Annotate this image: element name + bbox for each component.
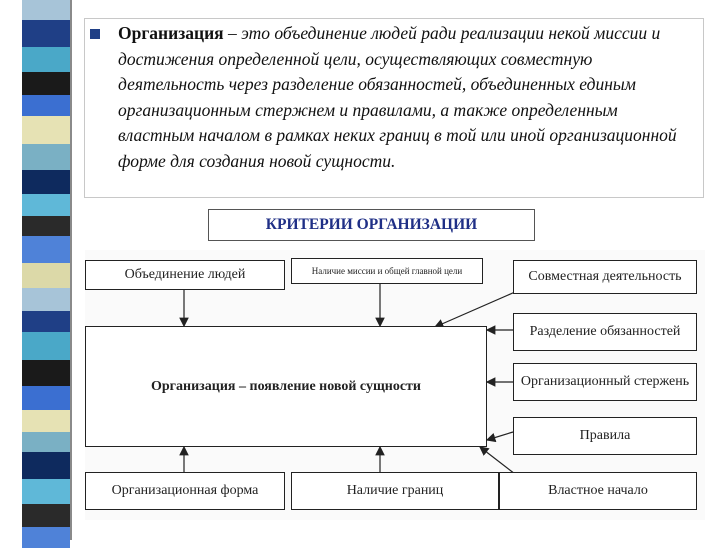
box-mission-goal: Наличие миссии и общей главной цели xyxy=(291,258,483,284)
box-new-entity: Организация – появление новой сущности xyxy=(85,326,487,447)
stripe-segment xyxy=(22,170,70,194)
box-duty-division-label: Разделение обязанностей xyxy=(530,324,681,340)
box-rules: Правила xyxy=(513,417,697,455)
criteria-title: КРИТЕРИИ ОРГАНИЗАЦИИ xyxy=(208,209,535,241)
box-org-form-label: Организационная форма xyxy=(112,483,259,499)
arrow xyxy=(435,292,515,327)
stripe-segment xyxy=(22,0,70,20)
box-org-core-label: Организационный стержень xyxy=(521,374,689,390)
definition-text: Организация – это объединение людей ради… xyxy=(118,21,698,174)
stripe-segment xyxy=(22,527,70,548)
stripe-segment xyxy=(22,236,70,263)
box-new-entity-label: Организация – появление новой сущности xyxy=(151,379,421,395)
criteria-diagram: Объединение людей Наличие миссии и общей… xyxy=(85,250,705,520)
box-authority-label: Властное начало xyxy=(548,483,648,499)
stripe-segment xyxy=(22,311,70,332)
box-people-union: Объединение людей xyxy=(85,260,285,290)
stripe-segment xyxy=(22,144,70,170)
arrow xyxy=(480,447,515,474)
stripe-segment xyxy=(22,47,70,72)
box-boundaries: Наличие границ xyxy=(291,472,499,510)
box-rules-label: Правила xyxy=(580,428,631,444)
stripe-segment xyxy=(22,479,70,504)
stripe-segment xyxy=(22,72,70,95)
stripe-segment xyxy=(22,194,70,216)
box-org-core: Организационный стержень xyxy=(513,363,697,401)
box-authority: Властное начало xyxy=(499,472,697,510)
arrow xyxy=(487,432,513,440)
box-mission-goal-label: Наличие миссии и общей главной цели xyxy=(312,266,462,276)
stripe-segment xyxy=(22,360,70,386)
stripe-segment xyxy=(22,95,70,116)
stripe-segment xyxy=(22,410,70,432)
box-org-form: Организационная форма xyxy=(85,472,285,510)
stripe-segment xyxy=(22,288,70,311)
definition-body: – это объединение людей ради реализации … xyxy=(118,23,677,171)
definition-term: Организация xyxy=(118,23,224,43)
box-duty-division: Разделение обязанностей xyxy=(513,313,697,351)
square-bullet-icon xyxy=(90,29,100,39)
stripe-segment xyxy=(22,504,70,527)
stripe-segment xyxy=(22,332,70,360)
box-joint-activity: Совместная деятельность xyxy=(513,260,697,294)
stripe-segment xyxy=(22,386,70,410)
stripe-segment xyxy=(22,20,70,47)
box-joint-activity-label: Совместная деятельность xyxy=(528,269,681,285)
decorative-stripe xyxy=(22,0,70,540)
box-people-union-label: Объединение людей xyxy=(125,267,246,283)
stripe-edge xyxy=(70,0,72,540)
stripe-segment xyxy=(22,452,70,479)
box-boundaries-label: Наличие границ xyxy=(347,483,444,499)
stripe-segment xyxy=(22,216,70,236)
stripe-segment xyxy=(22,116,70,144)
stripe-segment xyxy=(22,432,70,452)
stripe-segment xyxy=(22,263,70,288)
